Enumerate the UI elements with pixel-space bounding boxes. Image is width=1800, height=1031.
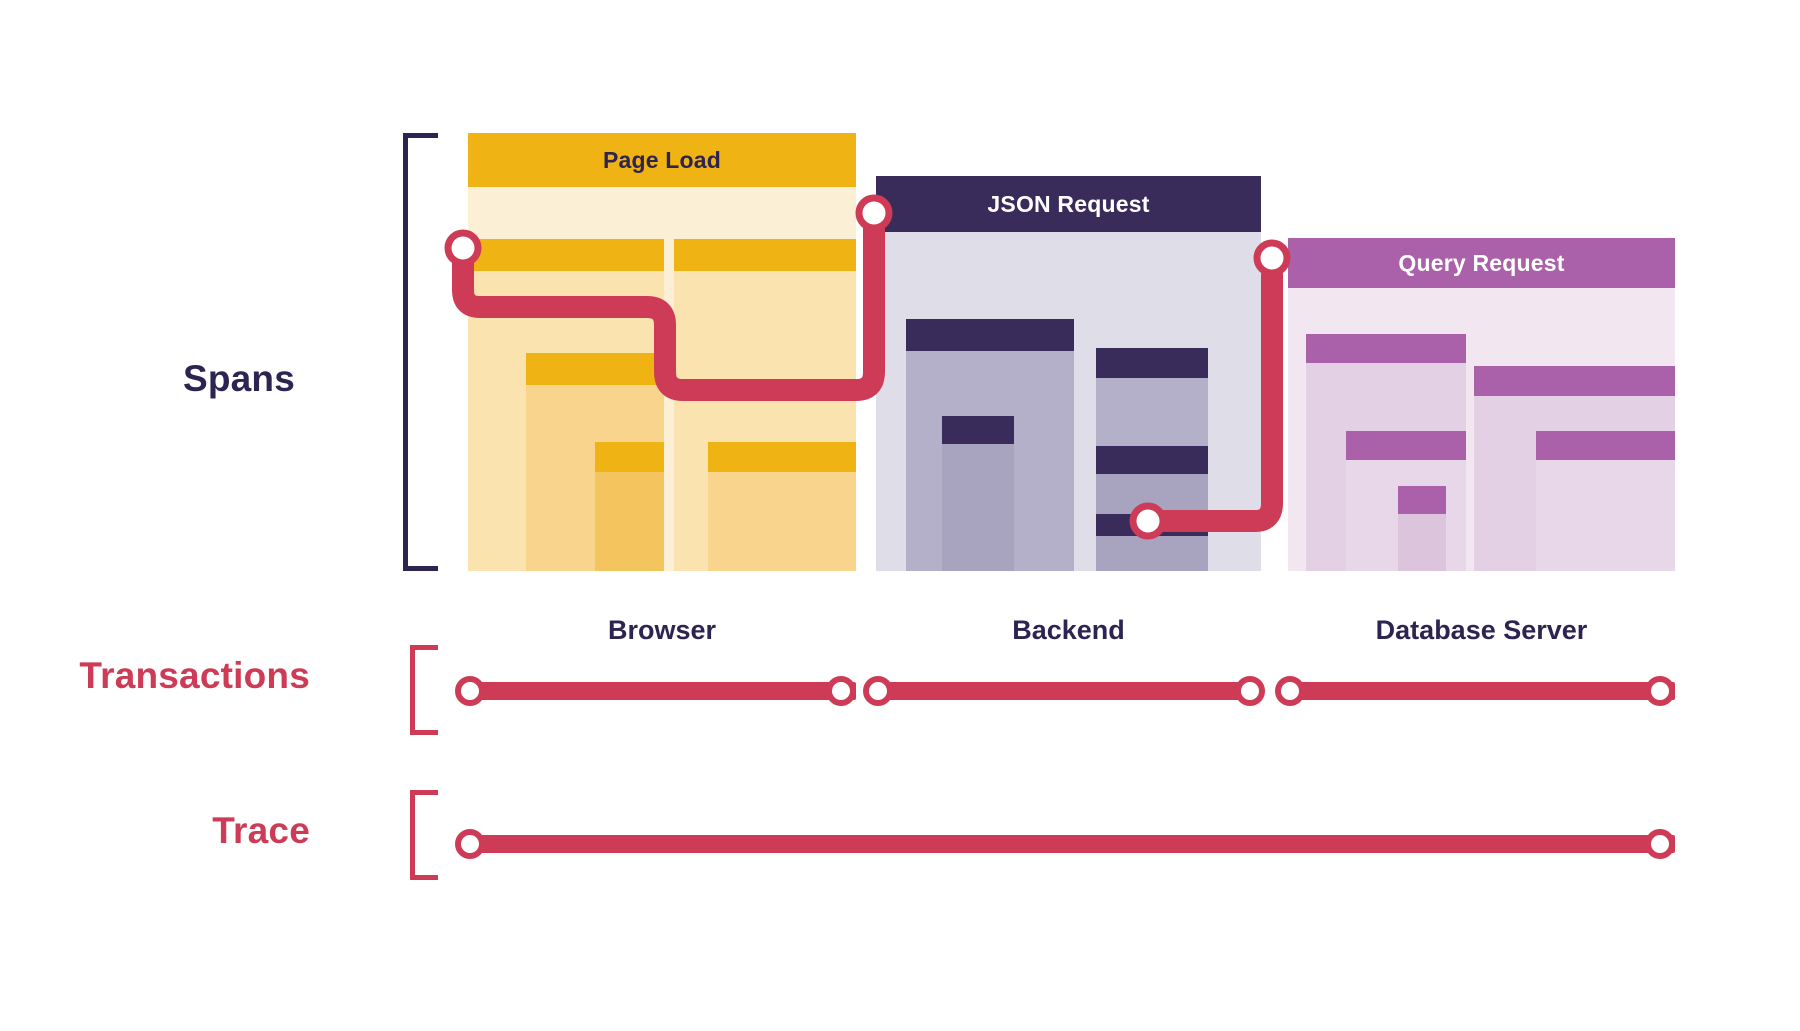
- backend-span-child-1-1-cap: [942, 416, 1014, 444]
- backend-span-child-1-cap: [906, 319, 1074, 351]
- bracket-transactions: [410, 645, 438, 735]
- service-caption-database-text: Database Server: [1375, 615, 1588, 645]
- browser-span-child-1-1-1: [595, 442, 664, 571]
- transaction-bar-browser[interactable]: [468, 682, 856, 700]
- transaction-bar-database[interactable]: [1288, 682, 1675, 700]
- db-span-child-2-1-cap: [1536, 431, 1675, 460]
- backend-panel-title: JSON Request: [987, 190, 1150, 217]
- trace-node-start[interactable]: [455, 829, 485, 859]
- transaction-node-backend-end[interactable]: [1235, 676, 1265, 706]
- db-panel-title: Query Request: [1398, 249, 1565, 276]
- transaction-node-browser-start[interactable]: [455, 676, 485, 706]
- service-caption-browser: Browser: [468, 615, 856, 646]
- transaction-bar-backend[interactable]: [876, 682, 1261, 700]
- browser-panel-title: Page Load: [602, 146, 722, 173]
- row-label-spans: Spans: [182, 358, 295, 399]
- transaction-node-database-end[interactable]: [1645, 676, 1675, 706]
- backend-panel-header: JSON Request: [876, 176, 1261, 232]
- db-span-child-2-1: [1536, 431, 1675, 571]
- database-span-area: [1288, 288, 1675, 571]
- row-label-trace: Trace: [212, 810, 310, 851]
- transaction-node-database-start[interactable]: [1275, 676, 1305, 706]
- browser-panel-header: Page Load: [468, 133, 856, 187]
- db-panel-header: Query Request: [1288, 238, 1675, 288]
- db-span-child-1-1-1-cap: [1398, 486, 1446, 514]
- db-span-child-2-cap: [1474, 366, 1675, 396]
- service-caption-backend: Backend: [876, 615, 1261, 646]
- service-caption-backend-text: Backend: [1012, 615, 1125, 645]
- backend-span-child-1-1: [942, 416, 1014, 571]
- service-caption-browser-text: Browser: [607, 615, 717, 645]
- browser-span-child-2-1-cap: [708, 442, 856, 472]
- service-caption-database: Database Server: [1288, 615, 1675, 646]
- browser-span-child-1-1-1-cap: [595, 442, 664, 472]
- trace-bar[interactable]: [468, 835, 1675, 853]
- trace-node-end[interactable]: [1645, 829, 1675, 859]
- db-span-child-1-1-1: [1398, 486, 1446, 571]
- bracket-spans: [403, 133, 438, 571]
- transaction-node-backend-start[interactable]: [863, 676, 893, 706]
- bracket-trace: [410, 790, 438, 880]
- service-panel-database[interactable]: Query Request: [1288, 238, 1675, 571]
- transaction-node-browser-end[interactable]: [826, 676, 856, 706]
- browser-span-child-2-1: [708, 442, 856, 571]
- row-label-transactions: Transactions: [79, 655, 310, 696]
- db-span-child-1-1-cap: [1346, 431, 1466, 460]
- db-span-child-1-cap: [1306, 334, 1466, 363]
